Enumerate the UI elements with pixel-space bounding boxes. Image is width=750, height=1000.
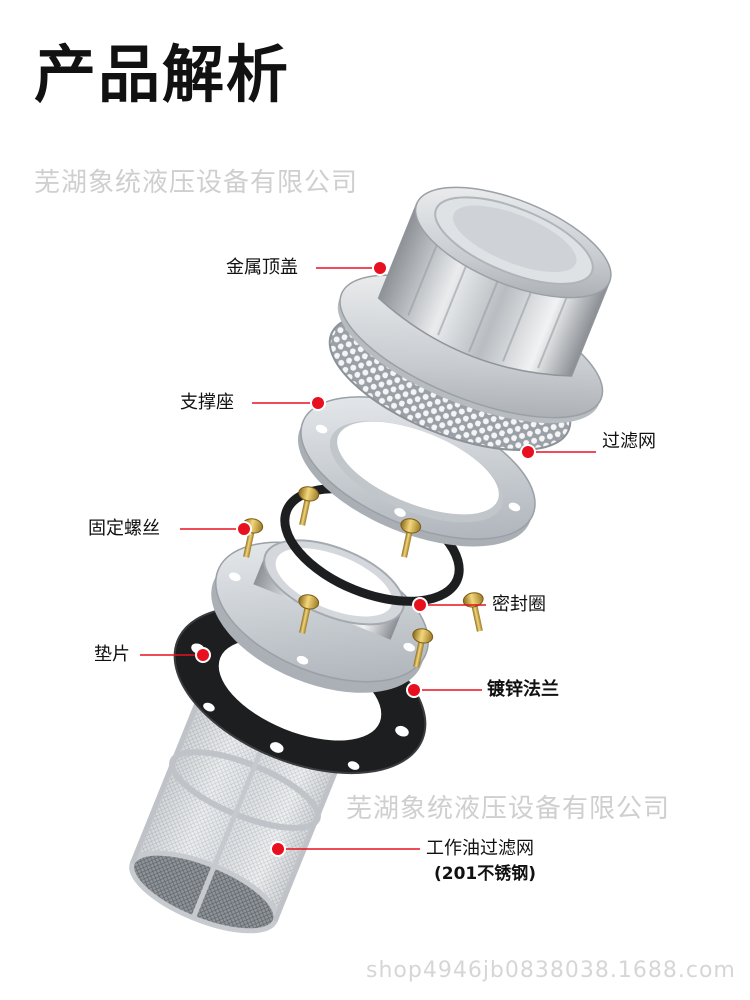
- callouts: [140, 260, 596, 857]
- label-fixing-screw: 固定螺丝: [88, 518, 160, 539]
- support-seat-part: [297, 396, 536, 547]
- callout-gasket: [140, 647, 211, 663]
- callout-galvanized-flange: [406, 682, 482, 698]
- label-oil-filter: 工作油过滤网: [426, 838, 534, 859]
- screw: [298, 486, 320, 526]
- callout-seal-ring: [412, 597, 486, 613]
- screw: [400, 518, 422, 558]
- label-gasket: 垫片: [94, 644, 130, 665]
- screw: [412, 628, 434, 668]
- watermark-shop-url: shop4946jb0838038.1688.com: [366, 958, 736, 983]
- label-oil-filter-material: (201不锈钢): [434, 864, 537, 884]
- label-metal-cap: 金属顶盖: [226, 257, 298, 278]
- label-galvanized-flange: 镀锌法兰: [487, 679, 559, 700]
- galvanized-flange-part: [211, 539, 429, 693]
- label-seal-ring: 密封圈: [492, 594, 546, 615]
- page-title: 产品解析: [34, 38, 291, 111]
- screw: [462, 592, 484, 632]
- callout-filter-screen: [520, 444, 596, 460]
- label-filter-screen: 过滤网: [602, 431, 656, 452]
- callout-metal-cap: [316, 260, 388, 276]
- watermark-company-bottom: 芜湖象统液压设备有限公司: [346, 794, 671, 824]
- callout-support-seat: [252, 395, 326, 411]
- watermark-company-top: 芜湖象统液压设备有限公司: [34, 168, 359, 198]
- label-support-seat: 支撑座: [180, 392, 234, 413]
- callout-oil-filter: [270, 841, 420, 857]
- metal-cap-part: [337, 186, 612, 424]
- callout-fixing-screw: [180, 521, 252, 537]
- screw: [298, 594, 320, 634]
